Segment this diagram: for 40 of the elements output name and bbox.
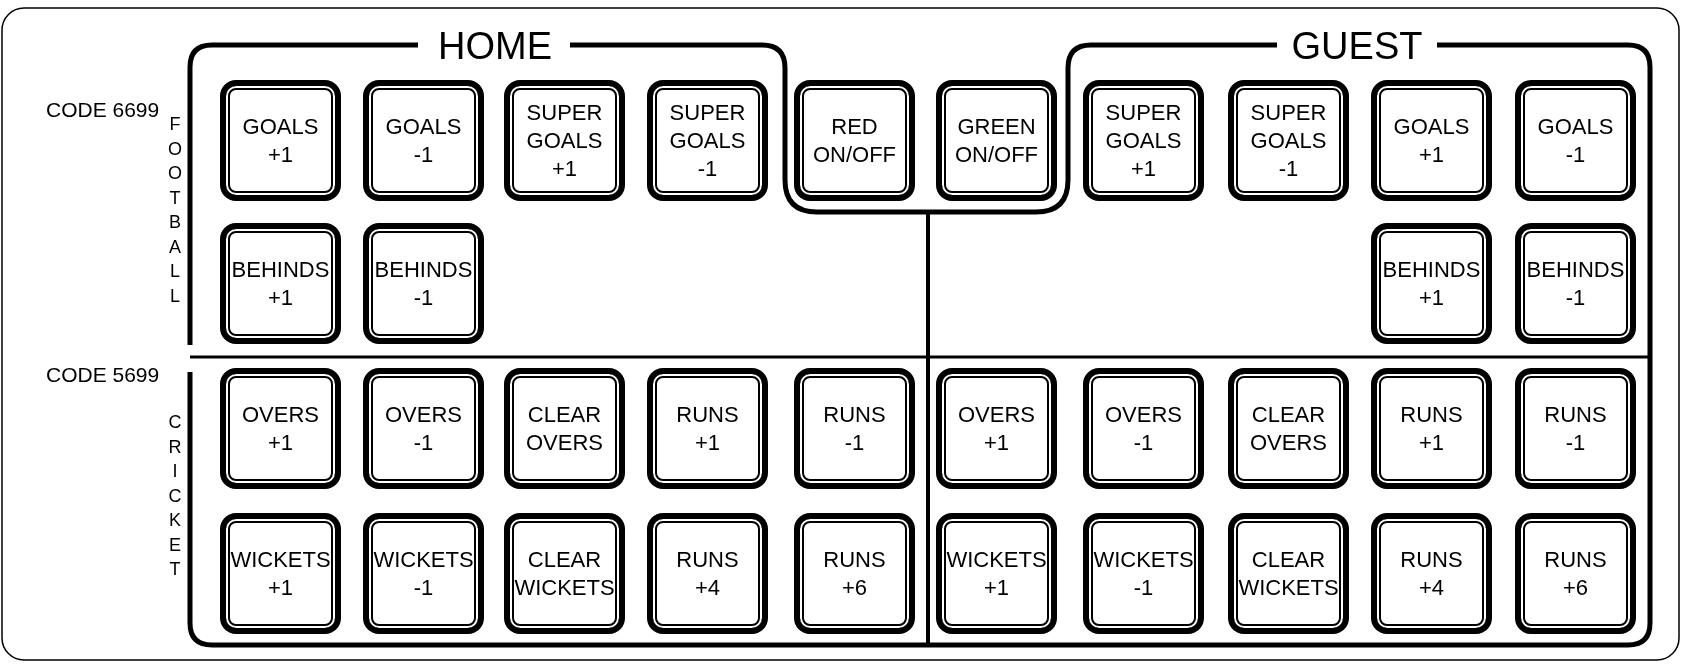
keypad-button: SUPER GOALS -1 xyxy=(647,80,768,201)
keypad-button: GREEN ON/OFF xyxy=(936,80,1057,201)
vertical-label: FOOTBALL xyxy=(168,113,182,308)
keypad-button: CLEAR OVERS xyxy=(1228,368,1349,489)
keypad-button: WICKETS -1 xyxy=(1083,513,1204,634)
keypad-button: BEHINDS -1 xyxy=(1515,223,1636,344)
keypad-button: RUNS -1 xyxy=(794,368,915,489)
keypad-button: RED ON/OFF xyxy=(794,80,915,201)
section-heading: HOME xyxy=(437,26,553,66)
keypad-button: BEHINDS +1 xyxy=(220,223,341,344)
keypad-button: GOALS -1 xyxy=(363,80,484,201)
keypad-button: CLEAR OVERS xyxy=(504,368,625,489)
keypad-button: SUPER GOALS +1 xyxy=(1083,80,1204,201)
keypad-button: CLEAR WICKETS xyxy=(504,513,625,634)
keypad-button: RUNS +1 xyxy=(1371,368,1492,489)
keypad-button: RUNS -1 xyxy=(1515,368,1636,489)
keypad-button: OVERS +1 xyxy=(936,368,1057,489)
keypad-button: RUNS +4 xyxy=(1371,513,1492,634)
keypad-button: BEHINDS +1 xyxy=(1371,223,1492,344)
keypad-button: RUNS +1 xyxy=(647,368,768,489)
code-label: CODE 6699 xyxy=(46,98,160,122)
keypad-button: WICKETS +1 xyxy=(936,513,1057,634)
keypad-button: SUPER GOALS +1 xyxy=(504,80,625,201)
keypad-button: RUNS +6 xyxy=(1515,513,1636,634)
keypad-button: WICKETS -1 xyxy=(363,513,484,634)
keypad-button: OVERS -1 xyxy=(363,368,484,489)
keypad-button: GOALS +1 xyxy=(1371,80,1492,201)
keypad-button: WICKETS +1 xyxy=(220,513,341,634)
keypad-button: OVERS -1 xyxy=(1083,368,1204,489)
keypad-button: SUPER GOALS -1 xyxy=(1228,80,1349,201)
keypad-button: RUNS +4 xyxy=(647,513,768,634)
keypad-button: OVERS +1 xyxy=(220,368,341,489)
section-heading: GUEST xyxy=(1290,26,1424,66)
keypad-button: GOALS +1 xyxy=(220,80,341,201)
keypad-button: CLEAR WICKETS xyxy=(1228,513,1349,634)
vertical-label: CRICKET xyxy=(168,411,182,581)
code-label: CODE 5699 xyxy=(46,363,160,387)
keypad-button: RUNS +6 xyxy=(794,513,915,634)
keypad-button: GOALS -1 xyxy=(1515,80,1636,201)
keypad-button: BEHINDS -1 xyxy=(363,223,484,344)
